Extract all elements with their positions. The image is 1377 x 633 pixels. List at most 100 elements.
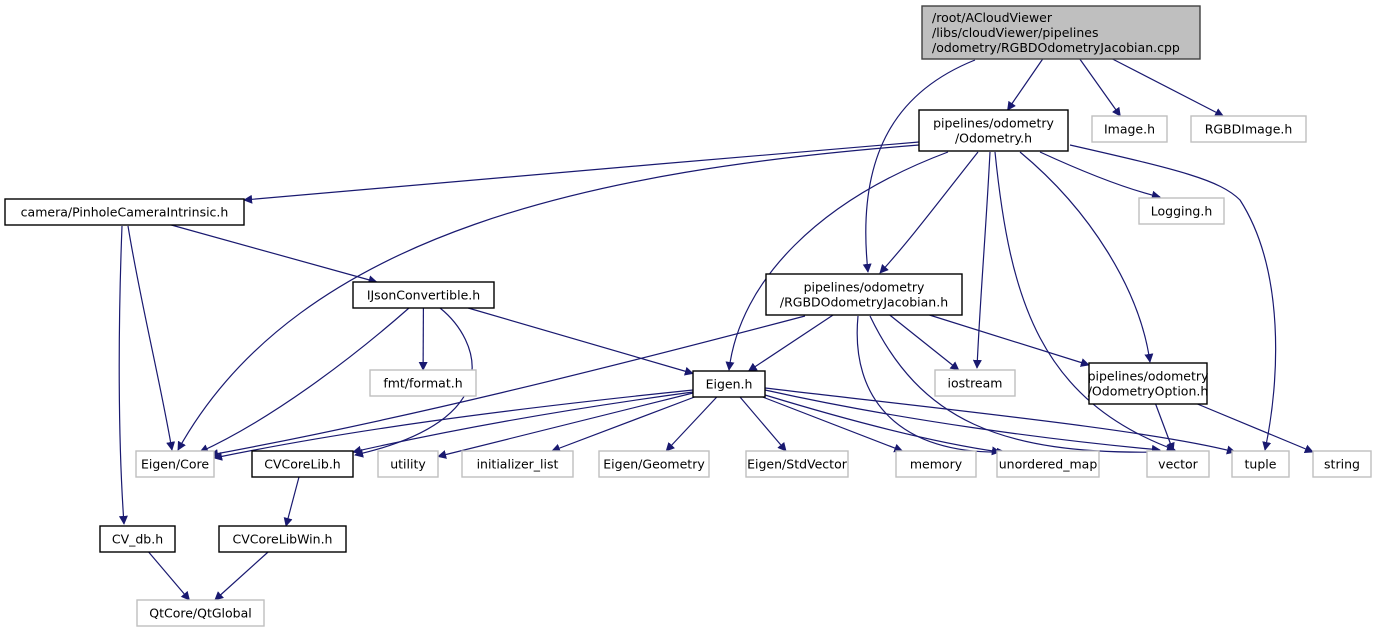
edge-root-to-odometry_h <box>1007 58 1044 111</box>
node-eigen_h[interactable]: Eigen.h <box>692 370 766 398</box>
node-label: utility <box>390 457 426 472</box>
node-utility: utility <box>377 450 439 478</box>
node-cvcorelib_h[interactable]: CVCoreLib.h <box>251 450 354 478</box>
edge-ijson_h-to-eigen_core <box>199 307 410 453</box>
node-box <box>934 369 1016 397</box>
node-label: /Odometry.h <box>955 131 1032 146</box>
edge-odomopt_h-to-string <box>1197 403 1314 454</box>
edge-rgbdjac_h-to-vector <box>869 315 1161 457</box>
edge-cvcorelibwin_h-to-qtglobal <box>214 551 269 601</box>
node-label: RGBDImage.h <box>1205 122 1293 137</box>
node-label: vector <box>1158 457 1199 472</box>
node-iostream: iostream <box>934 369 1016 397</box>
node-box <box>918 109 1069 152</box>
node-box <box>1091 115 1168 143</box>
node-pinhole_h[interactable]: camera/PinholeCameraIntrinsic.h <box>4 198 245 226</box>
node-label: /root/ACloudViewer <box>932 10 1053 25</box>
edge-odometry_h-to-tuple <box>1069 144 1277 451</box>
node-tuple: tuple <box>1231 450 1290 478</box>
node-label: /OdometryOption.h <box>1088 384 1209 399</box>
node-label: CVCoreLibWin.h <box>233 532 333 547</box>
edge-pinhole_h-to-cv_db_h <box>118 225 128 525</box>
node-label: unordered_map <box>999 457 1098 472</box>
edges-layer <box>118 58 1314 601</box>
node-box <box>1138 197 1225 225</box>
edge-pinhole_h-to-eigen_core <box>127 225 176 451</box>
edge-rgbdjac_h-to-odomopt_h <box>929 314 1090 367</box>
node-label: Logging.h <box>1151 204 1213 219</box>
node-label: QtCore/QtGlobal <box>149 606 252 621</box>
node-memory: memory <box>895 450 977 478</box>
node-qtglobal: QtCore/QtGlobal <box>136 599 265 627</box>
node-box <box>4 198 245 226</box>
node-label: /libs/cloudViewer/pipelines <box>932 25 1098 40</box>
node-box <box>1190 115 1307 143</box>
edge-root-to-rgbdjac_h <box>862 59 976 273</box>
node-rgbdimage_h: RGBDImage.h <box>1190 115 1307 143</box>
node-box <box>99 525 176 553</box>
edge-odometry_h-to-rgbdjac_h <box>879 151 979 274</box>
edge-rgbdjac_h-to-eigen_h <box>747 314 834 372</box>
node-box <box>352 281 495 309</box>
node-vector: vector <box>1146 450 1210 478</box>
node-ijson_h[interactable]: IJsonConvertible.h <box>352 281 495 309</box>
node-root[interactable]: /root/ACloudViewer/libs/cloudViewer/pipe… <box>921 5 1201 60</box>
edge-eigen_h-to-eigen_core <box>213 389 694 461</box>
edge-odometry_h-to-iostream <box>972 151 991 369</box>
edge-odometry_h-to-eigen_core <box>177 144 920 451</box>
node-box <box>1312 450 1372 478</box>
node-box <box>996 450 1100 478</box>
node-label: iostream <box>948 376 1003 391</box>
node-box <box>251 450 354 478</box>
node-box <box>692 370 766 398</box>
edge-eigen_h-to-utility <box>437 392 694 459</box>
node-label: pipelines/odometry <box>1088 369 1209 384</box>
node-rgbdjac_h[interactable]: pipelines/odometry/RGBDOdometryJacobian.… <box>765 273 963 316</box>
node-fmt_h: fmt/format.h <box>369 369 477 397</box>
edge-odometry_h-to-vector <box>994 151 1176 452</box>
edge-eigen_h-to-initializer_list <box>551 396 695 453</box>
edge-odomopt_h-to-vector <box>1155 403 1175 452</box>
node-box <box>895 450 977 478</box>
edge-cv_db_h-to-qtglobal <box>148 551 190 601</box>
edge-eigen_h-to-vector <box>764 389 1161 454</box>
node-label: initializer_list <box>477 457 559 472</box>
node-box <box>765 273 963 316</box>
edge-rgbdjac_h-to-iostream <box>889 314 960 371</box>
node-label: CV_db.h <box>112 532 163 547</box>
edge-root-to-rgbdimage_h <box>1112 58 1225 117</box>
edge-odometry_h-to-eigen_h <box>725 151 949 371</box>
node-label: Eigen/StdVector <box>747 457 848 472</box>
edge-cvcorelib_h-to-cvcorelibwin_h <box>283 476 300 527</box>
edge-eigen_h-to-eigen_geometry <box>665 396 718 452</box>
node-eigen_core: Eigen/Core <box>135 450 215 478</box>
node-box <box>136 599 265 627</box>
node-cvcorelibwin_h[interactable]: CVCoreLibWin.h <box>218 525 347 553</box>
node-box <box>369 369 477 397</box>
nodes-layer: /root/ACloudViewer/libs/cloudViewer/pipe… <box>4 5 1372 627</box>
edge-odometry_h-to-logging_h <box>1039 151 1161 200</box>
node-label: string <box>1324 457 1360 472</box>
node-odomopt_h[interactable]: pipelines/odometry/OdometryOption.h <box>1088 362 1209 405</box>
node-odometry_h[interactable]: pipelines/odometry/Odometry.h <box>918 109 1069 152</box>
node-eigen_stdvector: Eigen/StdVector <box>745 450 849 478</box>
node-box <box>377 450 439 478</box>
node-label: CVCoreLib.h <box>264 457 340 472</box>
node-box <box>1088 362 1208 405</box>
node-label: Image.h <box>1104 122 1155 137</box>
node-box <box>135 450 215 478</box>
edge-eigen_h-to-unordered_map <box>764 394 1001 456</box>
node-box <box>461 450 574 478</box>
node-label: Eigen/Core <box>141 457 209 472</box>
edge-rgbdjac_h-to-eigen_core <box>209 315 806 458</box>
node-box <box>921 5 1201 60</box>
node-unordered_map: unordered_map <box>996 450 1100 478</box>
node-label: tuple <box>1245 457 1277 472</box>
node-string: string <box>1312 450 1372 478</box>
node-cv_db_h[interactable]: CV_db.h <box>99 525 176 553</box>
node-image_h: Image.h <box>1091 115 1168 143</box>
node-label: /RGBDOdometryJacobian.h <box>780 295 948 310</box>
node-label: fmt/format.h <box>383 376 462 391</box>
node-box <box>598 450 710 478</box>
